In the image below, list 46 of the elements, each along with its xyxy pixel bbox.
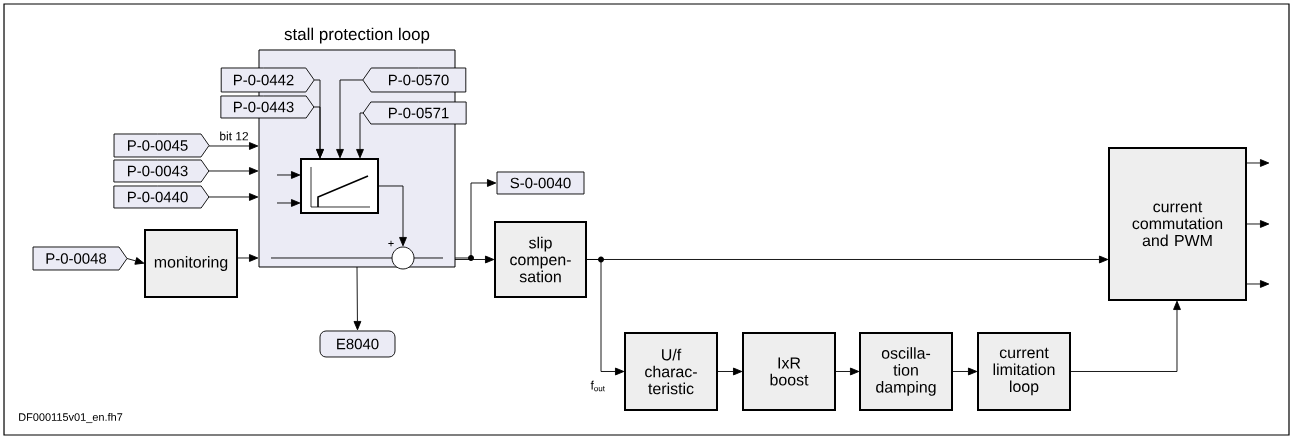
arrow xyxy=(126,257,145,265)
file-name: DF000115v01_en.fh7 xyxy=(19,412,123,424)
arrow xyxy=(353,266,362,331)
arrow xyxy=(208,193,259,201)
function-block: oscilla- tion damping xyxy=(859,332,953,411)
edge-label: f$_{out}$ xyxy=(590,380,605,392)
arrow xyxy=(834,367,860,376)
parameter-tag: P-0-0571 xyxy=(362,101,467,125)
node-label: stall protection loop xyxy=(284,27,430,44)
arrow xyxy=(377,185,407,247)
arrow xyxy=(356,112,364,159)
arrow xyxy=(336,79,364,159)
arrow xyxy=(454,179,497,259)
arrow xyxy=(585,259,625,376)
arrow xyxy=(208,167,259,175)
characteristic-block xyxy=(300,158,379,214)
arrow xyxy=(1069,300,1181,372)
parameter-tag: P-0-0048 xyxy=(32,246,128,271)
parameter-tag: P-0-0442 xyxy=(220,67,315,93)
summing-junction xyxy=(391,246,415,270)
arrow xyxy=(716,367,743,376)
function-block: current commutation and PWM xyxy=(1108,147,1247,301)
function-block: current limitation loop xyxy=(977,332,1071,411)
error-code-box: E8040 xyxy=(319,330,396,358)
parameter-box: S-0-0040 xyxy=(496,171,585,195)
function-block: U/f charac- teristic xyxy=(624,332,718,411)
arrow xyxy=(454,255,495,264)
edge-label: bit 12 xyxy=(220,131,248,141)
arrow xyxy=(313,106,324,159)
parameter-tag: P-0-0570 xyxy=(362,67,467,93)
arrow xyxy=(208,142,259,150)
arrow xyxy=(1245,220,1270,228)
function-block: slip compen- sation xyxy=(494,221,587,298)
arrow xyxy=(236,254,259,262)
parameter-tag: P-0-0443 xyxy=(220,95,315,119)
function-block: IxR boost xyxy=(742,332,836,411)
arrow xyxy=(1245,159,1270,167)
parameter-tag: P-0-0045 xyxy=(113,133,210,158)
parameter-tag: P-0-0043 xyxy=(113,159,210,183)
function-block: monitoring xyxy=(144,229,238,298)
arrow xyxy=(276,171,301,179)
arrow xyxy=(276,199,301,207)
arrow xyxy=(1245,280,1270,288)
sign-label: + xyxy=(388,240,394,247)
parameter-tag: P-0-0440 xyxy=(113,185,210,209)
arrow xyxy=(951,367,978,376)
